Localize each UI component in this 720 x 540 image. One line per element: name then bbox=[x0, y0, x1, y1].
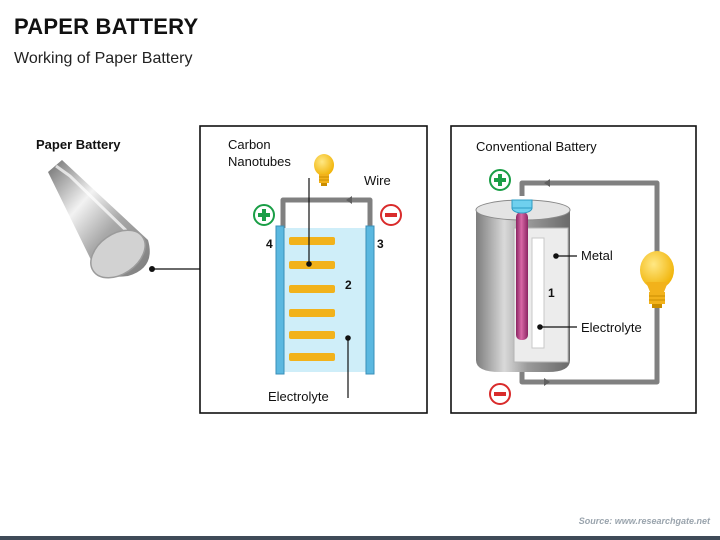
carbon-label-line1: Carbon bbox=[228, 137, 271, 152]
conventional-bulb-icon bbox=[640, 251, 674, 308]
conv-number-1: 1 bbox=[548, 286, 555, 300]
paper-battery-label: Paper Battery bbox=[36, 137, 121, 152]
conventional-battery-title: Conventional Battery bbox=[476, 139, 597, 154]
bottom-accent-bar bbox=[0, 536, 720, 540]
electrolyte-callout-dot bbox=[345, 335, 351, 341]
paper-wire bbox=[280, 197, 373, 228]
paper-electrolyte-label: Electrolyte bbox=[268, 389, 329, 404]
conv-wire-arrow-bottom bbox=[544, 378, 550, 386]
paper-minus-terminal-icon bbox=[380, 204, 402, 226]
electrolyte-body bbox=[284, 228, 366, 372]
paper-roll-illustration bbox=[48, 160, 150, 279]
paper-battery-panel bbox=[199, 125, 428, 414]
left-electrode bbox=[275, 225, 285, 375]
conventional-battery-panel bbox=[450, 125, 697, 414]
conv-wire-arrow-top bbox=[544, 179, 550, 187]
conv-electrolyte-callout-dot bbox=[537, 324, 543, 330]
right-electrode bbox=[365, 225, 375, 375]
paper-number-3: 3 bbox=[377, 237, 384, 251]
conv-electrolyte-label: Electrolyte bbox=[581, 320, 642, 335]
source-credit: Source: www.researchgate.net bbox=[578, 516, 710, 526]
wire-arrow bbox=[346, 196, 352, 204]
paper-plus-terminal-icon bbox=[253, 204, 275, 226]
carbon-nanotubes bbox=[289, 237, 335, 361]
carbon-label-line2: Nanotubes bbox=[228, 154, 291, 169]
paper-bulb-icon bbox=[314, 154, 334, 186]
conv-plus-terminal-icon bbox=[489, 169, 511, 191]
page-title: PAPER BATTERY bbox=[14, 14, 199, 39]
page-subtitle: Working of Paper Battery bbox=[14, 50, 193, 67]
carbon-nanotubes-label: Carbon Nanotubes bbox=[228, 136, 291, 170]
wire-label: Wire bbox=[364, 173, 391, 188]
metal-label: Metal bbox=[581, 248, 613, 263]
metal-callout-dot bbox=[553, 253, 559, 259]
paper-number-4: 4 bbox=[266, 237, 273, 251]
paper-number-2: 2 bbox=[345, 278, 352, 292]
carbon-callout-dot bbox=[306, 261, 312, 267]
conv-minus-terminal-icon bbox=[489, 383, 511, 405]
conventional-cell-illustration bbox=[475, 199, 571, 372]
